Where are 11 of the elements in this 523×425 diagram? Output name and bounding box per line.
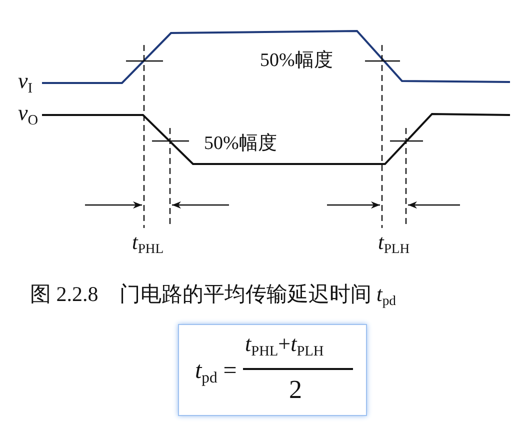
formula-numerator: t$_{PHL}$+t$_{PLH}$ [245, 333, 324, 359]
threshold-label: 50%幅度 [204, 134, 277, 153]
formula-box [178, 324, 367, 416]
signal-label: v$_{I}$ [18, 70, 33, 96]
formula-lhs: t$_{pd}$ = [195, 359, 237, 386]
signal-label: v$_{O}$ [18, 102, 38, 128]
delay-label: t$_{PHL}$ [132, 232, 164, 256]
threshold-label: 50%幅度 [260, 51, 333, 70]
figure-caption: 图 2.2.8 门电路的平均传输延迟时间 t$_{pd}$ [30, 284, 396, 308]
formula-denominator: 2 [289, 377, 302, 403]
delay-label: t$_{PLH}$ [378, 232, 410, 256]
